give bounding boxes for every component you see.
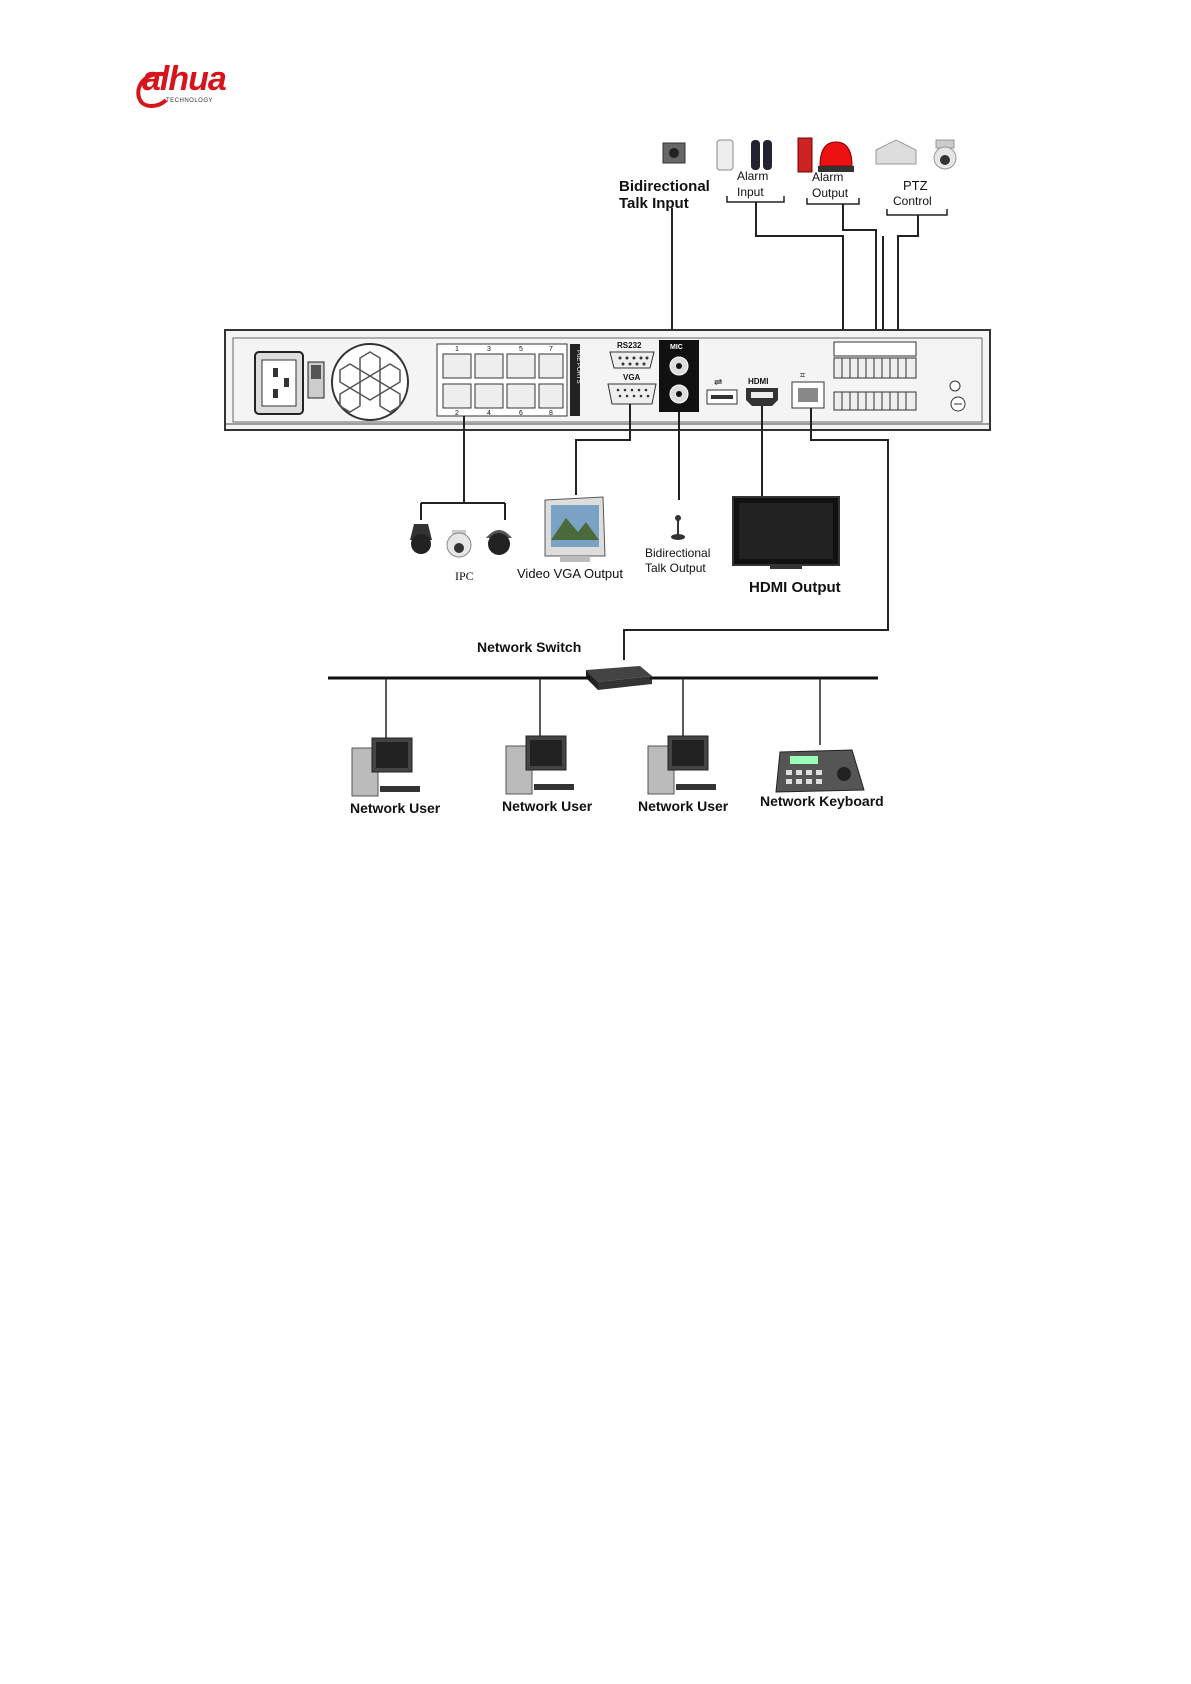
label-video-vga-output: Video VGA Output — [517, 566, 623, 581]
port-num-2: 2 — [455, 410, 459, 417]
label-network-user-2: Network User — [502, 798, 593, 814]
ptz-decoder-icon — [876, 140, 916, 164]
port-num-1: 1 — [455, 346, 459, 353]
rj45-port-icon — [475, 384, 503, 408]
port-num-6: 6 — [519, 410, 523, 417]
label-bidirectional-talk-input-1: Bidirectional — [619, 178, 710, 195]
rs232-label: RS232 — [617, 341, 642, 350]
label-hdmi-output: HDMI Output — [749, 579, 841, 596]
top-connection-lines — [672, 202, 918, 350]
label-ipc: IPC — [455, 569, 474, 583]
port-num-8: 8 — [549, 410, 553, 417]
mic-label: MIC — [670, 344, 683, 351]
label-alarm-output-2: Output — [812, 186, 849, 200]
poe-ports: 1 3 5 7 2 4 6 8 PoE PORTS — [437, 344, 581, 417]
ip-camera-icon — [410, 524, 512, 557]
nvr-rear-panel: 1 3 5 7 2 4 6 8 PoE PORTS RS232 VGA — [225, 330, 990, 430]
tv-icon — [733, 497, 839, 569]
rj45-port-icon — [475, 354, 503, 378]
label-network-user-3: Network User — [638, 798, 729, 814]
label-network-switch: Network Switch — [477, 639, 581, 655]
port-num-7: 7 — [549, 346, 553, 353]
label-bidirectional-talk-input-2: Talk Input — [619, 195, 689, 212]
keyboard-icon — [776, 750, 864, 792]
label-bidirectional-talk-output-2: Talk Output — [645, 561, 706, 575]
label-alarm-input-1: Alarm — [737, 169, 768, 183]
speaker-icon — [663, 143, 685, 163]
label-network-user-1: Network User — [350, 800, 441, 816]
fan-icon — [332, 344, 408, 420]
rj45-port-icon — [443, 354, 471, 378]
pc-icon — [352, 738, 420, 796]
rj45-port-icon — [507, 384, 535, 408]
label-bidirectional-talk-output-1: Bidirectional — [645, 546, 710, 560]
monitor-icon — [545, 497, 605, 562]
poe-ports-label: PoE PORTS — [575, 350, 581, 384]
label-alarm-output-1: Alarm — [812, 170, 843, 184]
mic-audio-block: MIC — [659, 340, 699, 412]
port-num-4: 4 — [487, 410, 491, 417]
rj45-port-icon — [507, 354, 535, 378]
label-alarm-input-2: Input — [737, 185, 764, 199]
siren-icon — [798, 138, 854, 172]
label-network-keyboard: Network Keyboard — [760, 793, 884, 809]
alarm-terminal-block — [834, 342, 916, 410]
pir-sensor-icon — [717, 140, 772, 170]
pc-icon — [506, 736, 574, 794]
rj45-port-icon — [539, 384, 563, 408]
switch-icon — [586, 666, 652, 690]
port-num-5: 5 — [519, 346, 523, 353]
microphone-icon — [671, 515, 685, 540]
pc-icon — [648, 736, 716, 794]
port-num-3: 3 — [487, 346, 491, 353]
rj45-port-icon — [539, 354, 563, 378]
vga-label: VGA — [623, 373, 641, 382]
rj45-port-icon — [443, 384, 471, 408]
hdmi-label: HDMI — [748, 377, 768, 386]
svg-text:⇌: ⇌ — [714, 377, 722, 388]
svg-text:⌗: ⌗ — [800, 370, 805, 380]
label-ptz-1: PTZ — [903, 178, 928, 193]
ptz-camera-icon — [934, 140, 956, 169]
label-ptz-2: Control — [893, 194, 932, 208]
